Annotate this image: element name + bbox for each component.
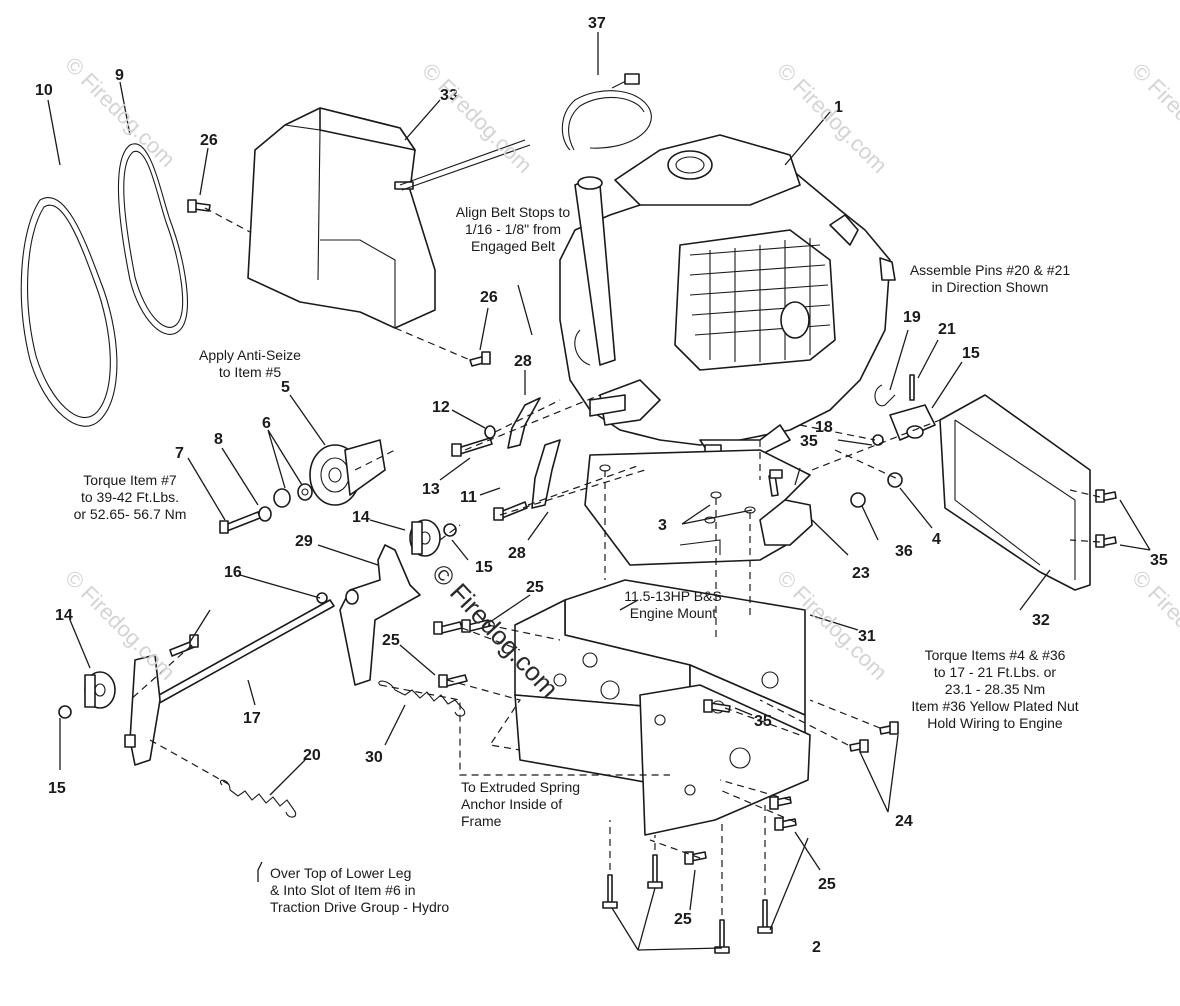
pin-20 [874,384,896,407]
callout-10: 10 [35,82,53,99]
callout-26-upper: 26 [200,132,218,149]
callout-15-upper: 15 [475,559,493,576]
assembly-dashed-lines [129,207,1101,915]
callout-21: 21 [938,321,956,338]
callout-14-upper: 14 [352,509,370,526]
callout-26-lower: 26 [480,289,498,306]
callout-35-a: 35 [800,433,818,450]
bracket-19 [889,404,936,441]
note-belt-stops: Align Belt Stops to 1/16 - 1/8" from Eng… [455,204,571,254]
bolt-16 [169,634,199,657]
callout-9: 9 [115,67,124,84]
belt-9 [117,143,188,335]
note-spring-anchor: To Extruded Spring Anchor Inside of Fram… [461,779,581,829]
callout-14-lower: 14 [55,607,73,624]
callout-28-lower: 28 [508,545,526,562]
callout-23: 23 [852,565,870,582]
callout-2: 2 [812,939,821,956]
callout-5: 5 [281,379,290,396]
bolt-26-upper [187,199,211,213]
idler-pulley-14-lower [84,671,116,709]
callout-25-c: 25 [818,876,836,893]
belt-stop-28-upper [507,397,541,449]
callout-37: 37 [588,15,606,32]
callout-20: 19 [903,309,921,326]
belt-cover-33 [247,107,531,329]
washers-6 [273,483,313,508]
pulley-5 [309,439,386,506]
note-engine-mount: 11.5-13HP B&S Engine Mount [624,588,722,621]
bolts-2 [602,854,773,954]
bolt-26-lower [469,351,491,367]
callout-25-a: 25 [526,579,544,596]
callout-3: 3 [658,517,667,534]
callout-19: 15 [962,345,980,362]
callout-24: 24 [895,813,913,830]
callout-36: 36 [895,543,913,560]
frame-31 [514,579,811,836]
engine-1 [559,134,896,466]
callout-17: 17 [243,710,261,727]
callout-numbers: 37 1 33 10 9 26 26 28 5 6 8 7 12 13 11 2… [35,15,1168,956]
callout-16: 16 [224,564,242,581]
callout-35-c: 35 [754,713,772,730]
note-anti-seize: Apply Anti-Seize to Item #5 [199,347,301,380]
bracket-16 [124,654,161,766]
idler-arm-29 [339,544,421,686]
callout-8: 8 [214,431,223,448]
belt-stop-28-lower [531,439,561,509]
callout-4: 4 [932,531,941,548]
wire-harness-37 [561,73,652,151]
callout-29: 29 [295,533,313,550]
bracket-23 [759,499,813,546]
callout-18: 18 [815,419,833,436]
lock-washer-8 [258,506,272,522]
nut-15-lower [58,705,72,719]
leader-lines [47,32,1151,951]
callout-35-b: 35 [1150,552,1168,569]
note-assemble-pins: Assemble Pins #20 & #21 in Direction Sho… [909,262,1071,295]
nuts-4-36 [850,434,903,508]
callout-7: 7 [175,445,184,462]
bolt-13 [451,437,493,457]
spring-22 [220,779,297,818]
bolt-7 [219,511,261,534]
callout-1: 1 [834,99,843,116]
pin-21 [909,374,915,401]
callout-6: 6 [262,415,271,432]
callout-33: 33 [440,87,458,104]
callout-25-d: 25 [674,911,692,928]
callout-11: 11 [460,489,477,506]
callout-12: 12 [432,399,450,416]
callout-13: 13 [422,481,440,498]
note-torque-7: Torque Item #7 to 39-42 Ft.Lbs. or 52.65… [73,472,187,522]
idler-pulley-14-upper [409,519,441,557]
nut-15-upper [443,523,457,537]
callout-31: 31 [858,628,876,645]
callout-32: 32 [1032,612,1050,629]
washer-12 [484,425,496,439]
bolt-11 [493,501,528,521]
callout-22: 20 [303,747,321,764]
bolts-24 [849,721,899,753]
belt-10 [20,197,118,427]
callout-28-upper: 28 [514,353,532,370]
note-torque-4-36: Torque Items #4 & #36 to 17 - 21 Ft.Lbs.… [911,647,1079,731]
callout-15-lower: 15 [48,780,66,797]
note-over-top: Over Top of Lower Leg & Into Slot of Ite… [270,865,450,915]
callout-25-b: 25 [382,632,400,649]
shroud-32 [939,394,1091,591]
bolts-35 [703,469,1117,713]
callout-30: 30 [365,749,383,766]
